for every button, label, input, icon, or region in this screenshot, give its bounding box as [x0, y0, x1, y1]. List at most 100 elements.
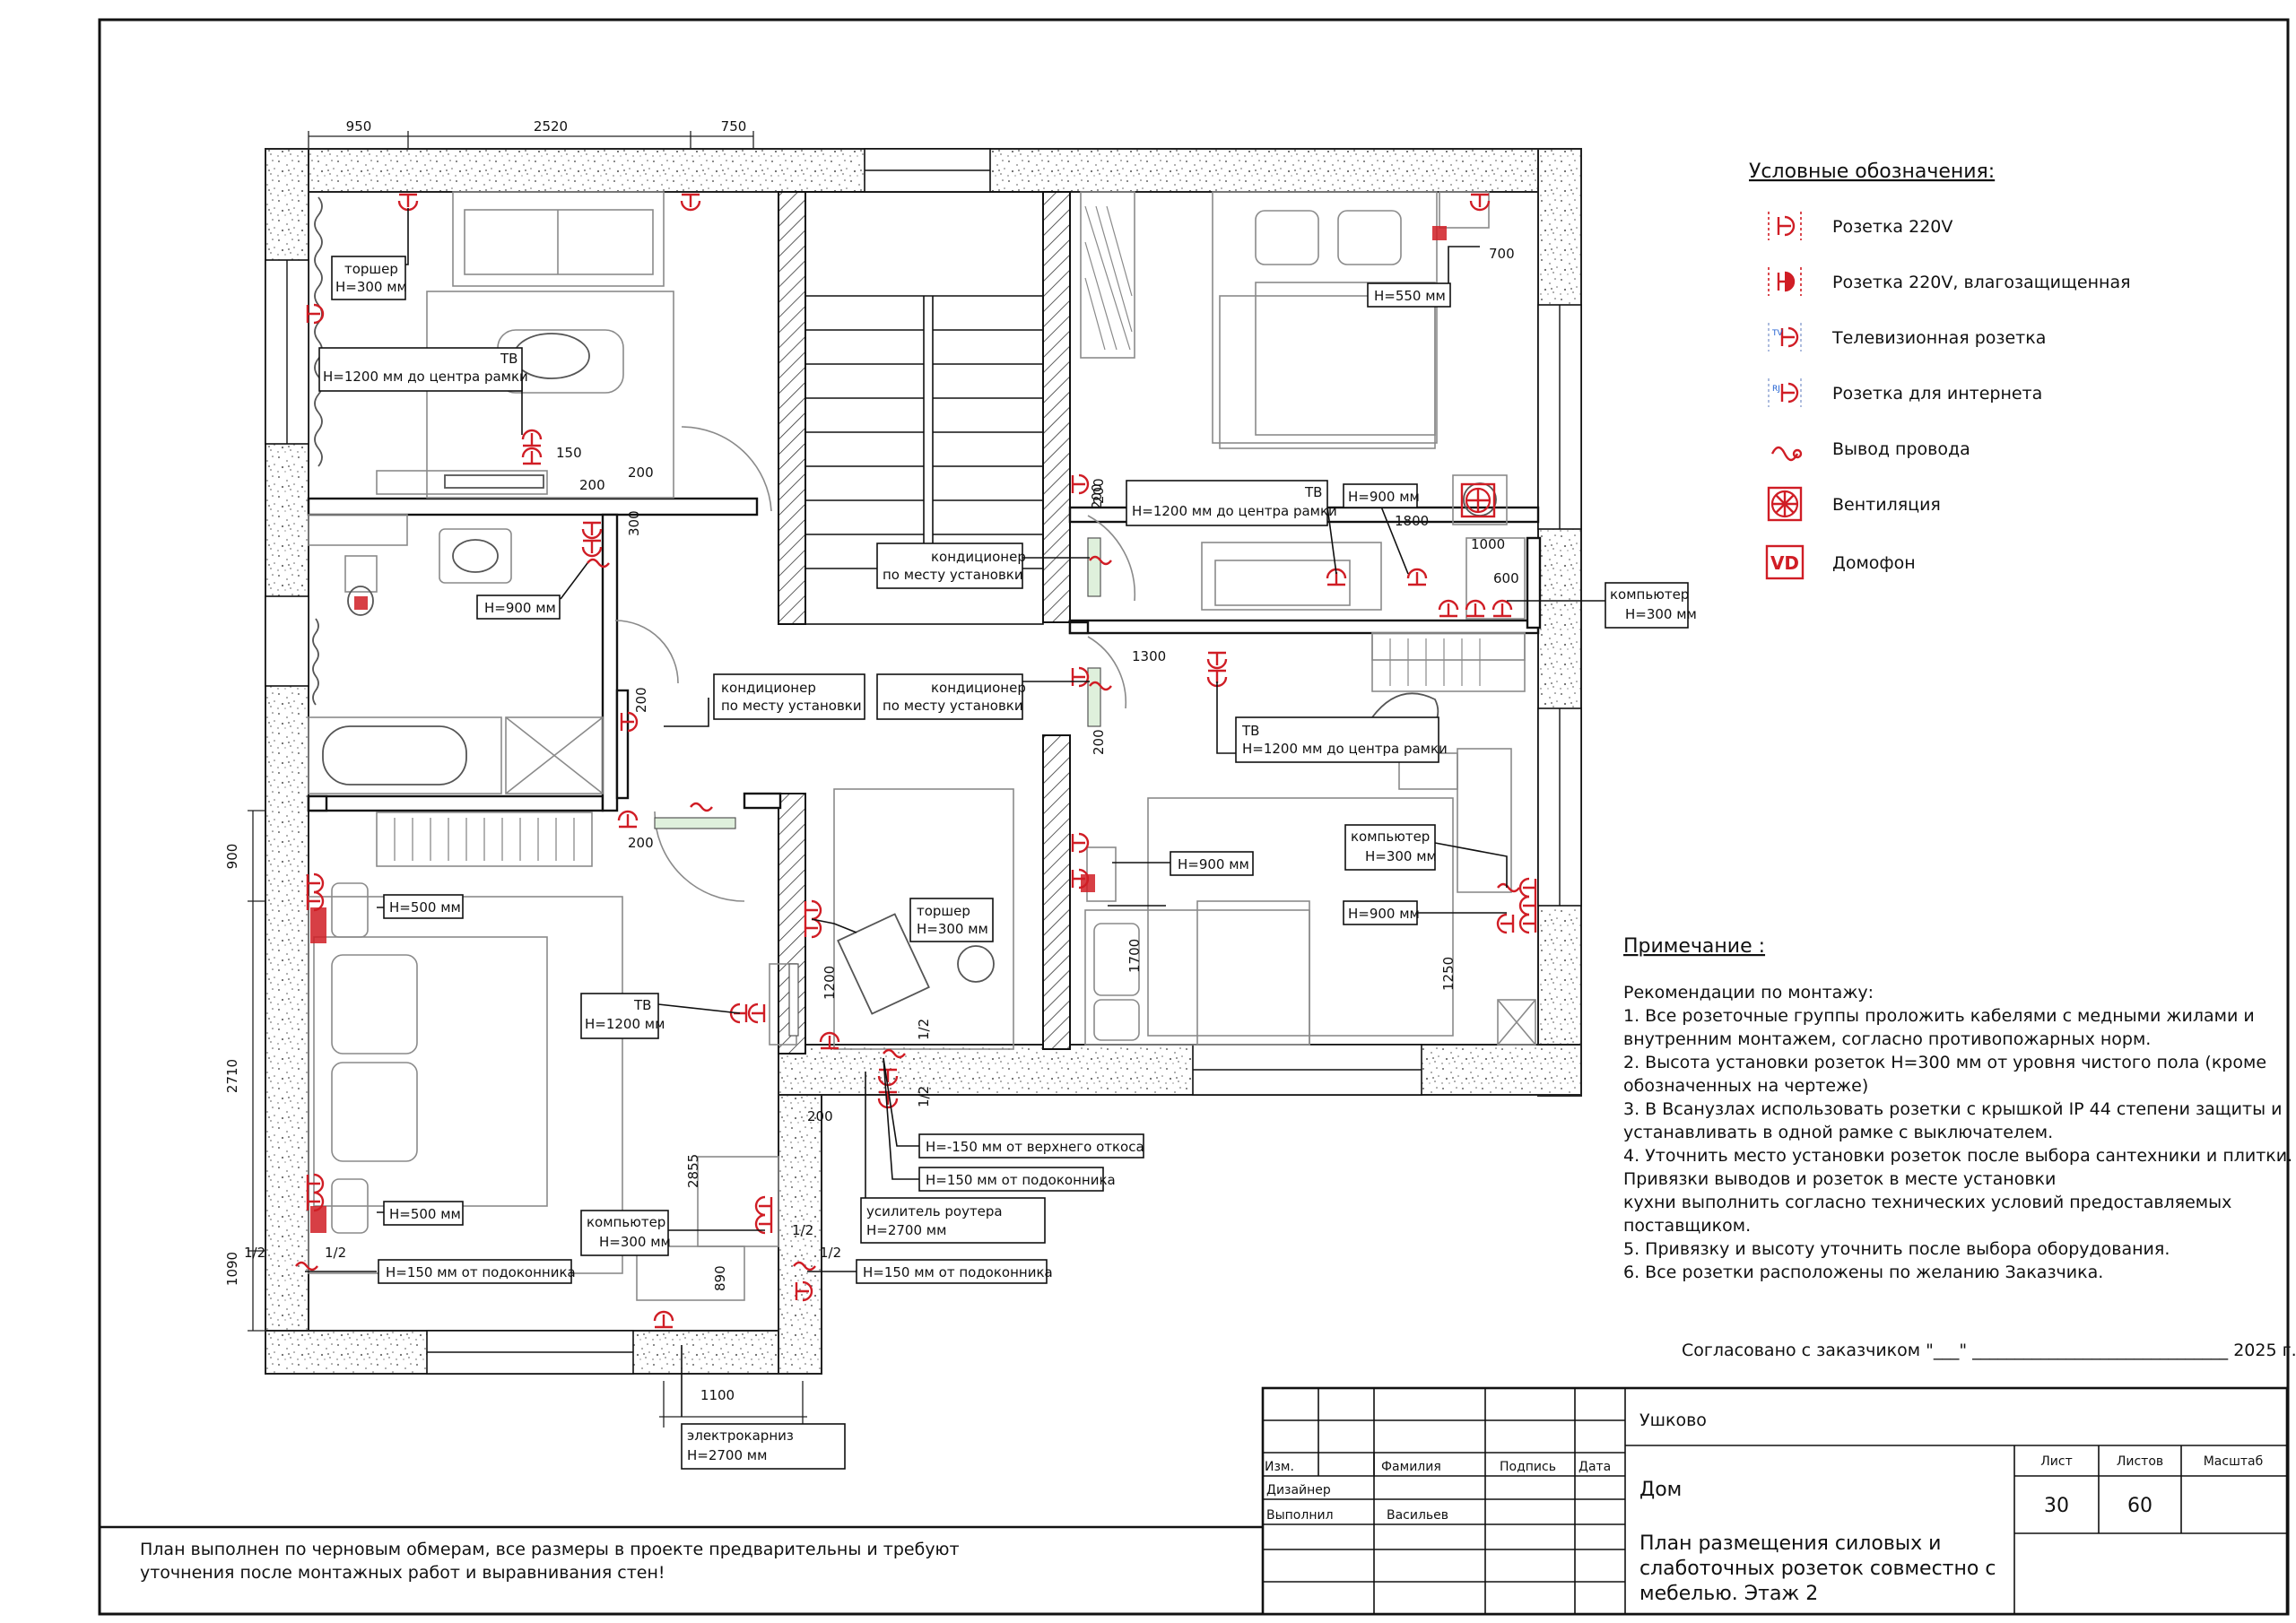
svg-text:200: 200	[628, 835, 654, 851]
svg-text:Н=500 мм: Н=500 мм	[389, 899, 461, 916]
annotation-tags: торшер Н=300 мм ТВ Н=1200 мм до центра р…	[318, 256, 1697, 1470]
svg-text:200: 200	[1089, 483, 1105, 509]
svg-text:Н=900 мм: Н=900 мм	[484, 600, 556, 616]
legend-item-label: Розетка 220V, влагозащищенная	[1832, 273, 2131, 292]
svg-text:1000: 1000	[1471, 536, 1505, 552]
tag-h900-bedroom-a: Н=900 мм	[1170, 851, 1254, 876]
legend-item-label: Вывод провода	[1832, 439, 1970, 459]
socket-220v-icon	[1768, 212, 1802, 240]
approval-line: Согласовано с заказчиком "___" _________…	[1682, 1341, 2296, 1360]
svg-text:по месту установки: по месту установки	[883, 567, 1023, 583]
svg-text:890: 890	[712, 1265, 728, 1291]
legend: Условные обозначения: Розетка 220V Розет…	[1749, 161, 2131, 580]
tag-h900-bedroom-top: Н=900 мм	[1343, 483, 1420, 508]
tag-h550: Н=550 мм	[1367, 282, 1451, 308]
internet-socket-icon: RJ	[1768, 378, 1802, 407]
object-name: Дом	[1639, 1479, 1682, 1501]
svg-text:300: 300	[626, 510, 642, 536]
drawing-title-line-2: слаботочных розеток совместно с	[1639, 1558, 1996, 1580]
svg-text:2520: 2520	[534, 118, 568, 135]
svg-text:600: 600	[1493, 570, 1519, 586]
tag-tv-bedroom-top: ТВ Н=1200 мм до центра рамки	[1126, 480, 1337, 526]
svg-text:RJ: RJ	[1772, 385, 1780, 394]
svg-text:кондиционер: кондиционер	[931, 680, 1026, 696]
legend-item-label: Телевизионная розетка	[1831, 328, 2046, 348]
svg-text:по месту установки: по месту установки	[721, 698, 862, 714]
dimension-lines	[248, 131, 807, 1428]
svg-text:Н=900 мм: Н=900 мм	[1178, 856, 1249, 872]
svg-text:1/2: 1/2	[792, 1222, 813, 1238]
tag-h150-sill-b: Н=150 мм от подоконника	[378, 1259, 576, 1284]
svg-text:Н=150 мм от подоконника: Н=150 мм от подоконника	[386, 1264, 576, 1280]
svg-text:Н=300 мм: Н=300 мм	[599, 1234, 671, 1250]
svg-text:торшер: торшер	[344, 261, 398, 277]
svg-text:200: 200	[633, 687, 649, 713]
svg-text:Н=300 мм: Н=300 мм	[1625, 606, 1697, 622]
tag-h150-sill-a: Н=150 мм от подоконника	[918, 1167, 1116, 1192]
socket-markers	[295, 193, 1537, 1329]
svg-text:2710: 2710	[224, 1059, 240, 1093]
role-executor: Выполнил	[1266, 1508, 1334, 1523]
exterior-walls	[265, 148, 1582, 1375]
tag-computer-right: компьютер Н=300 мм	[1605, 582, 1697, 629]
svg-text:обозначенных на чертеже): обозначенных на чертеже)	[1623, 1076, 1868, 1096]
tag-tv-living: ТВ Н=1200 мм до центра рамки	[318, 347, 528, 392]
role-designer: Дизайнер	[1266, 1483, 1331, 1497]
ventilation-icon	[1767, 486, 1803, 522]
svg-text:Н=2700 мм: Н=2700 мм	[866, 1222, 946, 1238]
tag-tv-bedroom-left: ТВ Н=1200 мм	[580, 993, 665, 1039]
svg-text:Н=1200 мм до центра рамки: Н=1200 мм до центра рамки	[1242, 741, 1448, 757]
footer-note: План выполнен по черновым обмерам, все р…	[100, 1525, 1263, 1583]
svg-text:внутренним монтажем, согласно: внутренним монтажем, согласно противопож…	[1623, 1029, 2151, 1049]
tag-router-amp: усилитель роутера Н=2700 мм	[860, 1197, 1046, 1244]
drawing-title-line-3: мебелью. Этаж 2	[1639, 1583, 1818, 1605]
svg-text:Н=150 мм от подоконника: Н=150 мм от подоконника	[926, 1172, 1116, 1188]
legend-item-label: Розетка 220V	[1832, 217, 1952, 237]
svg-text:ТВ: ТВ	[1304, 484, 1322, 500]
svg-text:1/2: 1/2	[325, 1245, 346, 1261]
tag-h900-bath: Н=900 мм	[476, 595, 561, 620]
tag-computer-bedroom: компьютер Н=300 мм	[1344, 824, 1437, 871]
tag-tv-bedroom-bottom: ТВ Н=1200 мм до центра рамки	[1235, 716, 1448, 763]
legend-item-label: Вентиляция	[1832, 495, 1941, 515]
svg-text:компьютер: компьютер	[1610, 586, 1689, 603]
svg-text:4. Уточнить место установки ро: 4. Уточнить место установки розеток посл…	[1623, 1146, 2292, 1166]
svg-text:ТВ: ТВ	[1241, 723, 1259, 739]
svg-text:по месту установки: по месту установки	[883, 698, 1023, 714]
tag-h150-sill-c: Н=150 мм от подоконника	[856, 1259, 1053, 1284]
legend-item-label: Розетка для интернета	[1832, 384, 2042, 404]
svg-text:1/2: 1/2	[916, 1019, 932, 1040]
svg-text:Н=1200 мм до центра рамки: Н=1200 мм до центра рамки	[323, 369, 528, 385]
svg-text:кондиционер: кондиционер	[931, 549, 1026, 565]
svg-text:750: 750	[721, 118, 747, 135]
sheet-frame	[98, 18, 2290, 1616]
svg-text:Н=500 мм: Н=500 мм	[389, 1206, 461, 1222]
tag-ac-right: кондиционер по месту установки	[876, 673, 1026, 720]
svg-text:Н=900 мм: Н=900 мм	[1348, 489, 1420, 505]
notes-lines: Рекомендации по монтажу: 1. Все розеточн…	[1623, 983, 2292, 1282]
svg-text:1200: 1200	[822, 966, 838, 1000]
svg-text:уточнения после монтажных рабо: уточнения после монтажных работ и выравн…	[140, 1563, 665, 1583]
svg-text:1090: 1090	[224, 1252, 240, 1286]
svg-text:Н=300 мм: Н=300 мм	[917, 921, 988, 937]
svg-text:Н=550 мм: Н=550 мм	[1374, 288, 1446, 304]
svg-text:Н=1200 мм: Н=1200 мм	[585, 1016, 665, 1032]
tag-curtain-motor: электрокарниз Н=2700 мм	[681, 1423, 846, 1470]
svg-text:150: 150	[556, 445, 582, 461]
svg-text:1/2: 1/2	[244, 1245, 265, 1261]
svg-text:ТВ: ТВ	[500, 351, 517, 367]
executor-name: Васильев	[1387, 1508, 1448, 1523]
tag-ac-stairs: кондиционер по месту установки	[876, 542, 1026, 589]
svg-text:5. Привязку и высоту уточнить: 5. Привязку и высоту уточнить после выбо…	[1623, 1239, 2170, 1259]
svg-text:Масштаб: Масштаб	[2204, 1454, 2264, 1469]
svg-text:Н=1200 мм до центра рамки: Н=1200 мм до центра рамки	[1132, 503, 1337, 519]
svg-text:Лист: Лист	[2040, 1454, 2072, 1469]
svg-text:TV: TV	[1771, 329, 1783, 338]
svg-text:700: 700	[1489, 246, 1515, 262]
svg-text:1700: 1700	[1126, 939, 1143, 973]
svg-text:кондиционер: кондиционер	[721, 680, 816, 696]
tag-h500-top: Н=500 мм	[383, 894, 464, 919]
svg-text:Н=-150 мм от верхнего откоса: Н=-150 мм от верхнего откоса	[926, 1139, 1144, 1155]
intercom-icon: VD	[1765, 544, 1805, 580]
